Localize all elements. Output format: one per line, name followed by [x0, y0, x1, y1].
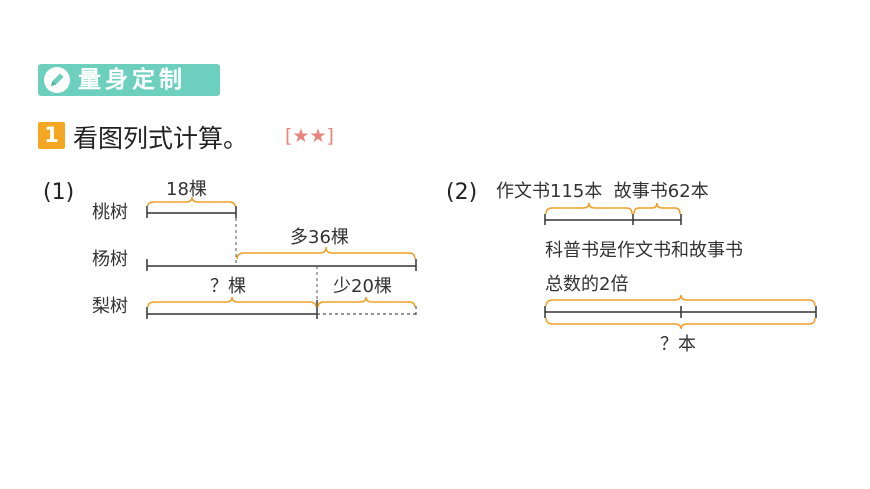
difficulty-stars: [★★]	[285, 125, 334, 147]
section-badge: 量身定制	[38, 64, 220, 96]
part2-top-segment	[544, 214, 682, 225]
poplar-more-label: 多36棵	[290, 227, 349, 248]
row-label-poplar: 杨树	[92, 249, 128, 270]
peach-segment	[146, 206, 237, 218]
row-label-peach: 桃树	[92, 202, 128, 223]
part2-label: (2)	[446, 180, 478, 205]
peach-value: 18棵	[166, 179, 207, 200]
story-brace	[633, 202, 681, 215]
poplar-segment	[146, 259, 417, 271]
row-label-pear: 梨树	[92, 296, 128, 317]
science-bottom-brace	[545, 317, 816, 330]
pear-less-brace	[317, 296, 416, 308]
pear-unknown-label: ？棵	[210, 276, 246, 297]
part2-unknown-label: ？本	[660, 334, 696, 355]
pencil-icon	[44, 67, 70, 93]
part2-desc-line1: 科普书是作文书和故事书	[545, 240, 743, 261]
part2-desc-line2: 总数的2倍	[545, 274, 629, 295]
poplar-more-brace	[236, 246, 416, 260]
composition-brace	[545, 202, 633, 215]
pear-segment	[146, 300, 318, 319]
question-number: 1	[38, 122, 65, 149]
science-top-brace	[545, 294, 816, 307]
part2-bottom-segment	[544, 306, 817, 318]
pear-unknown-brace	[147, 296, 317, 308]
section-title: 量身定制	[78, 67, 186, 93]
part1-label: (1)	[43, 180, 75, 205]
part2-top-text: 作文书115本 故事书62本	[496, 181, 709, 202]
peach-brace	[147, 196, 236, 207]
question-prompt: 看图列式计算。	[73, 124, 249, 153]
pear-less-label: 少20棵	[333, 276, 392, 297]
